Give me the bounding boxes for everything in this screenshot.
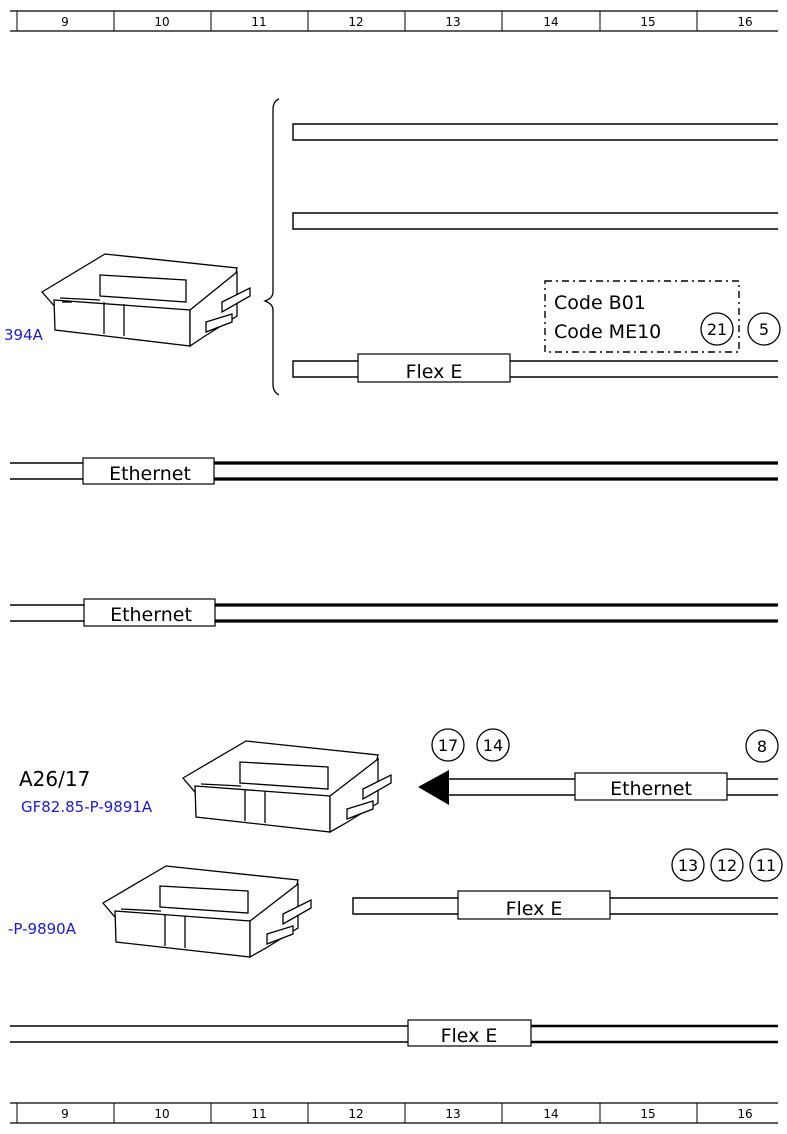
a26-17-ref: GF82.85-P-9891A [21,798,153,816]
ruler-bottom-15: 15 [640,1107,655,1121]
lower-control-unit[interactable] [102,865,312,959]
ruler-top-14: 14 [543,15,558,29]
ruler-bottom-12: 12 [348,1107,363,1121]
lower-unit-ref: -P-9890A [8,920,77,938]
flex-e-middle-label: Flex E [506,898,563,920]
ruler-bottom-14: 14 [543,1107,558,1121]
ruler-top-9: 9 [61,15,69,29]
ref-12-label: 12 [717,856,737,875]
ruler-top-11: 11 [251,15,266,29]
upper-bus-2 [292,212,778,230]
top-ruler: 9 10 11 12 13 14 15 16 [10,10,778,32]
upper-bus-1 [292,123,778,141]
ref-circle-13 [671,848,705,882]
ethernet-2-label: Ethernet [110,604,192,626]
upper-bus-flex-e [292,360,778,378]
ruler-top-10: 10 [154,15,169,29]
ethernet-bus-3 [449,778,778,796]
code-box-line1: Code B01 [554,292,646,314]
ref-11-label: 11 [756,856,776,875]
ethernet-2-label-box [83,598,216,627]
ref-circle-21 [700,312,734,346]
ref-8-label: 8 [757,737,767,756]
ethernet-bus-2 [10,603,778,623]
ref-circle-14 [476,728,510,762]
code-box-line2: Code ME10 [554,321,661,343]
ref-21-label: 21 [707,320,727,339]
ethernet-1-label: Ethernet [109,463,191,485]
flex-e-bus-middle [352,897,778,915]
ref-13-label: 13 [678,856,698,875]
ruler-top-13: 13 [445,15,460,29]
ref-17-label: 17 [438,736,458,755]
ruler-top-16: 16 [737,15,752,29]
ruler-top-15: 15 [640,15,655,29]
ruler-top-12: 12 [348,15,363,29]
ref-circle-5 [747,312,781,346]
ethernet-3-label-box [574,772,728,801]
ruler-bottom-13: 13 [445,1107,460,1121]
ref-circle-12 [710,848,744,882]
ruler-bottom-10: 10 [154,1107,169,1121]
bracket-brace [263,98,280,396]
arrowhead-left [418,770,449,805]
ruler-bottom-16: 16 [737,1107,752,1121]
ethernet-3-label: Ethernet [610,778,692,800]
ref-circle-11 [749,848,783,882]
ruler-bottom-11: 11 [251,1107,266,1121]
ethernet-1-label-box [82,457,215,485]
flex-e-upper-label-box [357,353,511,383]
upper-control-unit[interactable] [40,253,251,348]
flex-e-middle-label-box [457,890,611,920]
ruler-bottom-9: 9 [61,1107,69,1121]
flex-e-lower-label: Flex E [441,1025,498,1047]
upper-unit-ref: 394A [4,326,44,344]
ref-14-label: 14 [483,736,503,755]
ref-circle-8 [745,729,779,763]
ref-circle-17 [431,728,465,762]
a26-17-control-unit[interactable] [182,740,392,834]
flex-e-upper-label: Flex E [406,361,463,383]
flex-e-lower-label-box [407,1019,532,1047]
a26-17-name: A26/17 [19,767,90,791]
ref-5-label: 5 [759,320,769,339]
bottom-ruler: 9 10 11 12 13 14 15 16 [10,1102,778,1124]
ethernet-bus-1 [10,461,778,481]
flex-e-bus-lower [10,1024,778,1044]
